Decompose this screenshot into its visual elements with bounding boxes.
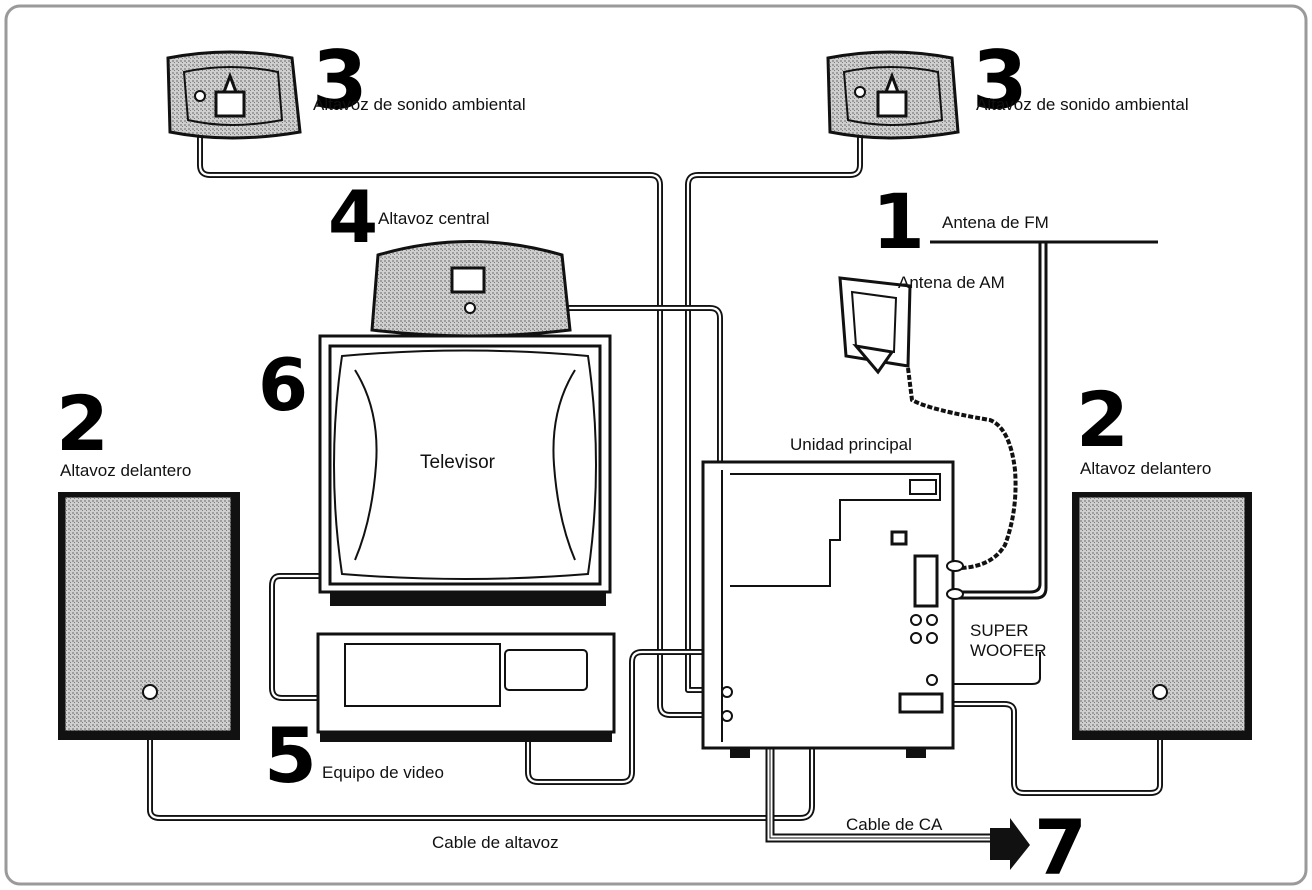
number-front-left: 2 <box>56 379 109 468</box>
number-center: 4 <box>328 175 378 259</box>
antenna-wires <box>906 240 1158 600</box>
label-front-right: Altavoz delantero <box>1080 459 1211 478</box>
number-tv: 6 <box>258 343 308 427</box>
am-antenna <box>838 276 912 375</box>
surround-speaker-right <box>826 50 960 140</box>
label-speaker-cable: Cable de altavoz <box>432 833 559 852</box>
front-speaker-left <box>58 492 240 740</box>
ac-cable <box>765 730 990 843</box>
number-surround-right: 3 <box>972 34 1028 127</box>
label-main-unit: Unidad principal <box>790 435 912 454</box>
label-center: Altavoz central <box>378 209 490 228</box>
label-video: Equipo de video <box>322 763 444 782</box>
label-front-left: Altavoz delantero <box>60 461 191 480</box>
number-front-right: 2 <box>1076 375 1129 464</box>
center-speaker <box>370 240 572 338</box>
label-am-antenna: Antena de AM <box>898 273 1005 292</box>
number-ac: 7 <box>1034 803 1087 890</box>
surround-speaker-left <box>166 50 302 140</box>
label-ac-cable: Cable de CA <box>846 815 943 834</box>
television <box>318 334 612 606</box>
number-surround-left: 3 <box>312 34 368 127</box>
arrow-right-icon <box>990 818 1030 870</box>
front-speaker-right <box>1072 492 1252 740</box>
label-surround-left: Altavoz de sonido ambiental <box>313 95 526 114</box>
label-fm-antenna: Antena de FM <box>942 213 1049 232</box>
label-super: SUPER <box>970 621 1029 640</box>
label-surround-right: Altavoz de sonido ambiental <box>976 95 1189 114</box>
label-tv: Televisor <box>420 452 496 473</box>
number-antenna: 1 <box>872 177 925 266</box>
label-woofer: WOOFER <box>970 641 1047 660</box>
main-unit <box>701 460 964 758</box>
video-equipment <box>316 632 616 742</box>
number-video: 5 <box>264 711 317 800</box>
